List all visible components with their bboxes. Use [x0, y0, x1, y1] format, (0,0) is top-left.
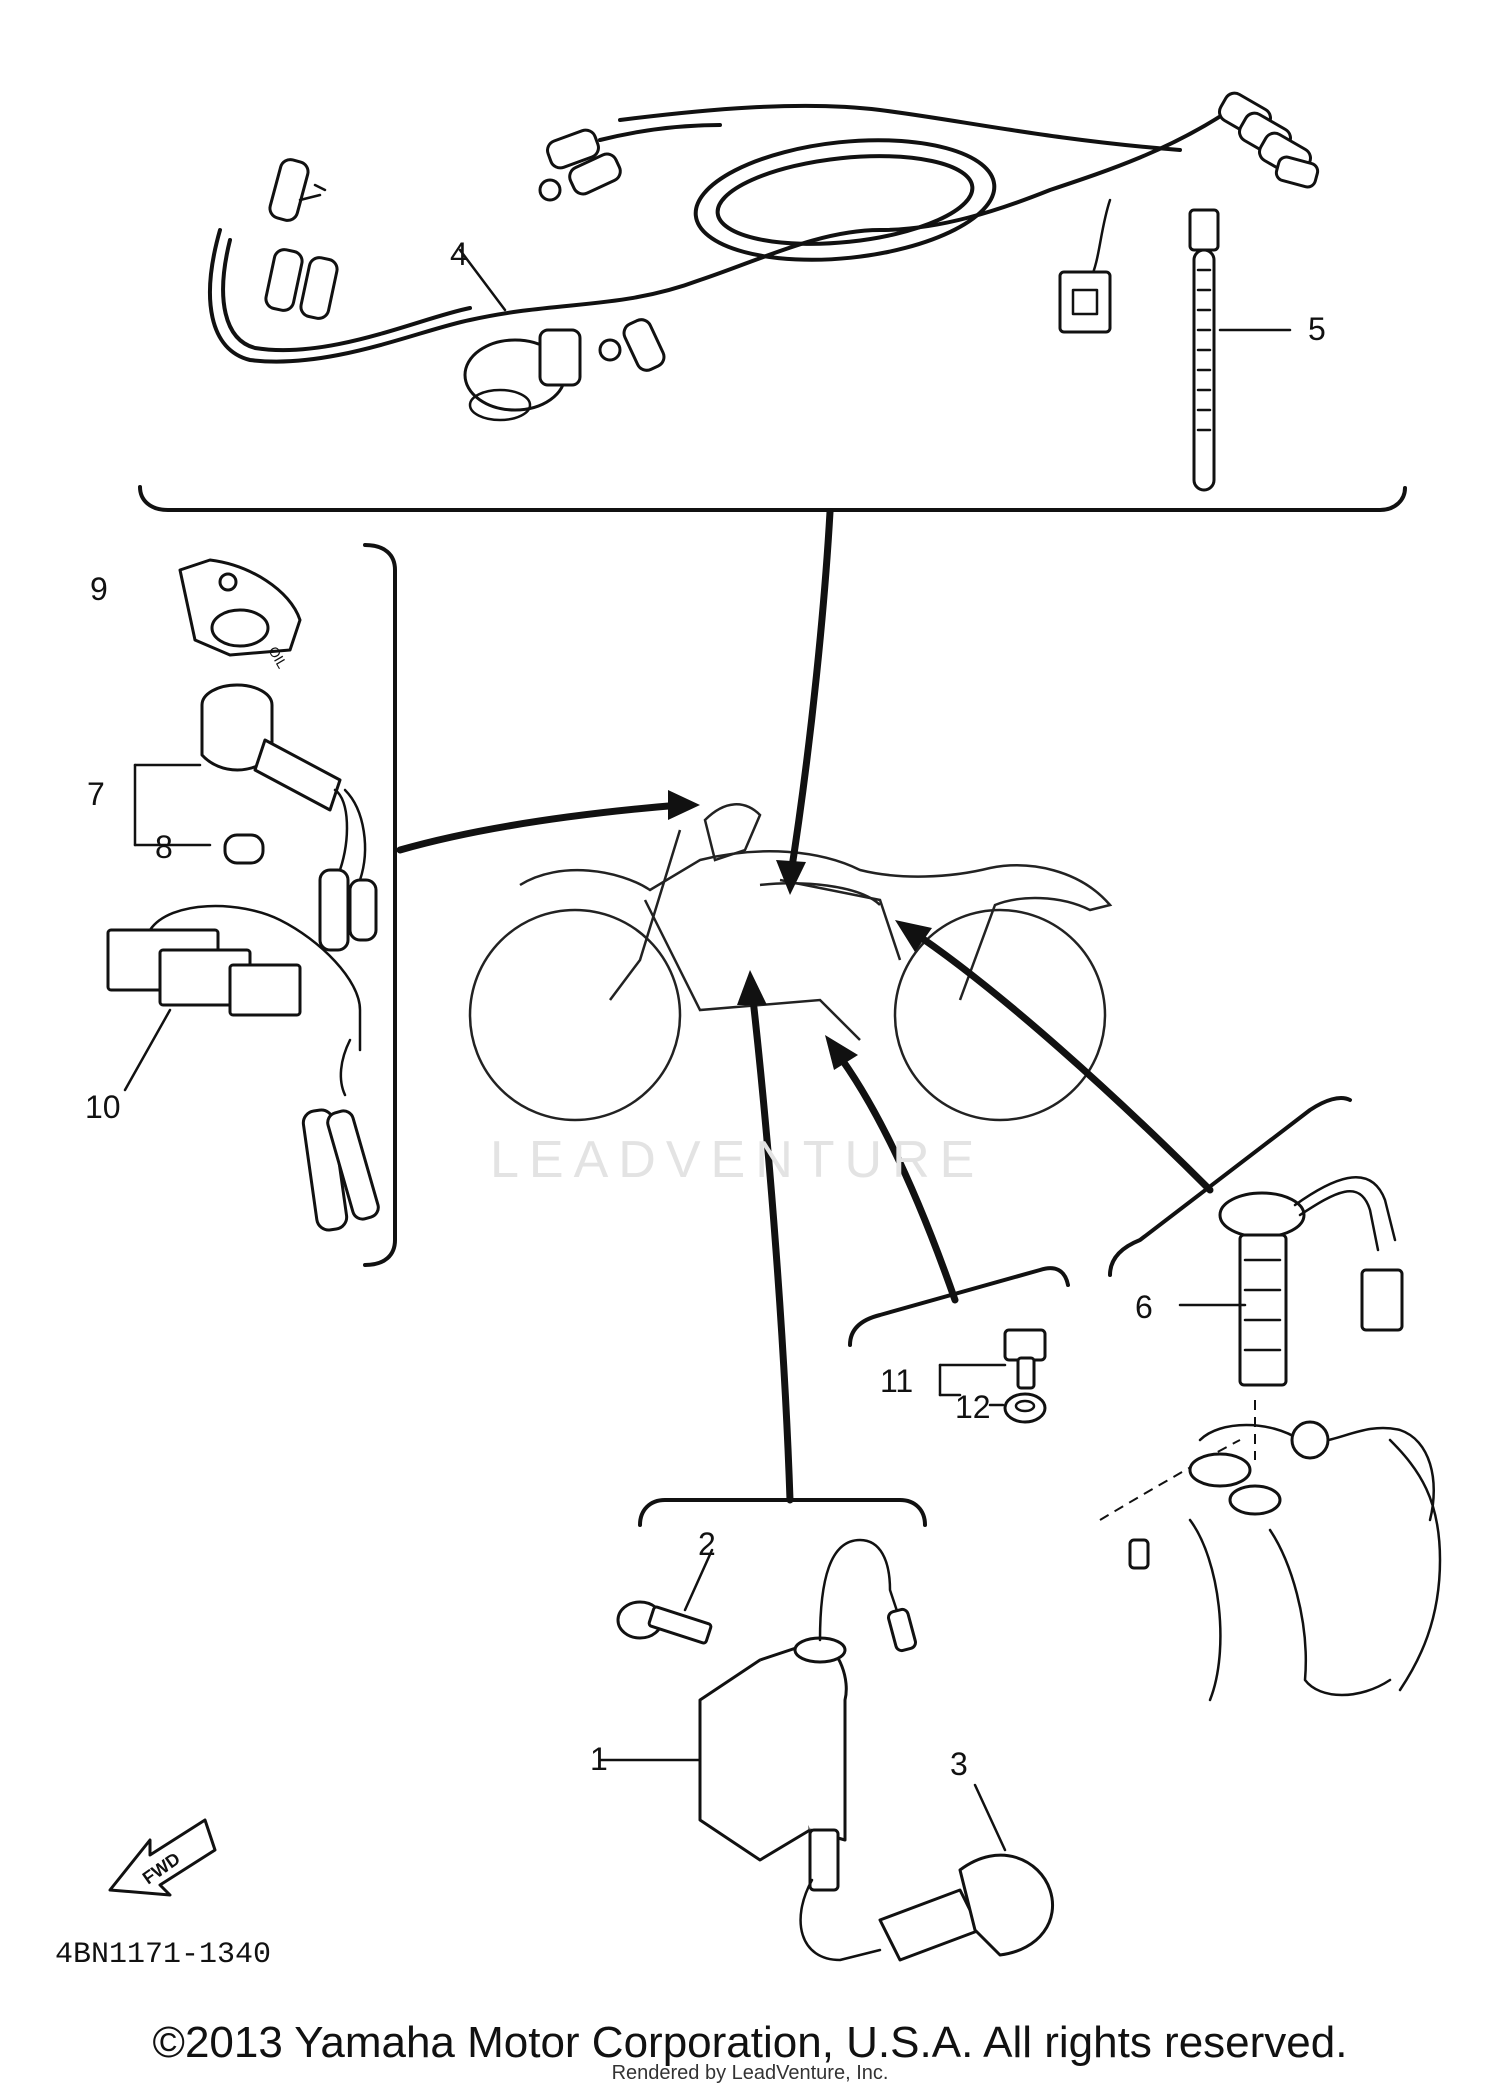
callout-5: 5: [1308, 311, 1326, 347]
callout-9: 9: [90, 571, 108, 607]
motorcycle-silhouette: [468, 803, 1113, 1122]
bolt-washer-group: [848, 1266, 1070, 1424]
arrowhead-fuel-sender: [895, 920, 932, 952]
wire-harness-group: [138, 91, 1407, 512]
arrowhead-left-group: [668, 790, 700, 820]
callout-11: 11: [880, 1363, 913, 1399]
arrow-left-group: [396, 801, 684, 854]
callout-4: 4: [450, 236, 468, 272]
arrow-bolt-group: [831, 1046, 959, 1304]
copyright-notice: ©2013 Yamaha Motor Corporation, U.S.A. A…: [152, 2018, 1348, 2067]
arrow-fuel-sender: [906, 926, 1214, 1194]
callout-7: 7: [87, 776, 105, 812]
arrowhead-bolt-group: [825, 1035, 858, 1070]
arrow-harness: [786, 508, 834, 884]
callout-6: 6: [1135, 1289, 1153, 1325]
callout-10: 10: [85, 1089, 121, 1125]
callout-8: 8: [155, 829, 173, 865]
ignition-coil-group: [598, 1498, 1055, 1962]
part-number: 4BN1171-1340: [55, 1938, 272, 1972]
fwd-arrow-icon: [108, 1818, 217, 1897]
watermark: LEADVENTURE: [490, 1131, 985, 1189]
callout-1: 1: [590, 1741, 608, 1777]
arrowhead-harness: [776, 860, 806, 895]
rendered-by-notice: Rendered by LeadVenture, Inc.: [611, 2062, 889, 2084]
arrow-coil-group: [748, 986, 794, 1504]
left-bracket-group: [106, 543, 397, 1267]
callout-12: 12: [955, 1389, 991, 1425]
arrowhead-coil-group: [737, 970, 767, 1005]
callout-3: 3: [950, 1746, 968, 1782]
fuel-sender-group: [1099, 1096, 1442, 1702]
callout-2: 2: [698, 1526, 716, 1562]
